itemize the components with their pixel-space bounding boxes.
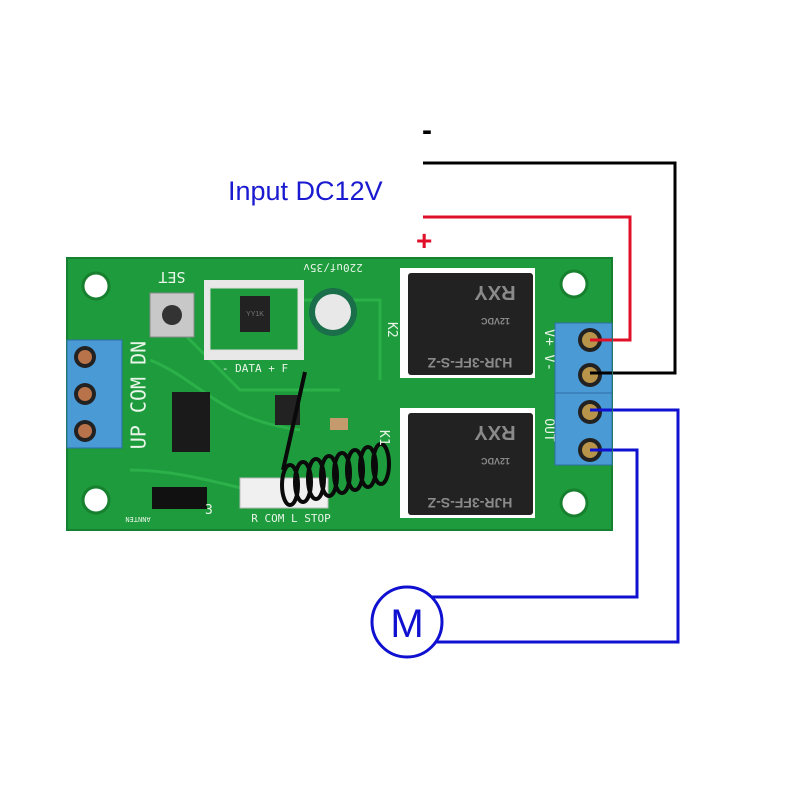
jumper-label: 3 [205, 503, 213, 518]
left-terminal-block [66, 339, 123, 449]
right-terminal-block [554, 322, 613, 466]
mount-hole [559, 488, 589, 518]
relay-k2: HJR-3FF-S-Z RXY 12VDC [400, 268, 535, 378]
positive-label: + [416, 225, 432, 256]
input-voltage-label: Input DC12V [228, 176, 383, 206]
connector-label: R COM L STOP [251, 512, 331, 525]
antenna-coil [280, 371, 391, 507]
k2-label: K2 [384, 322, 399, 338]
k1-label: K1 [376, 430, 391, 446]
wire-motor-b [432, 448, 639, 599]
relay-k1-rating: 12VDC [480, 456, 510, 466]
relay-k2-rating: 12VDC [480, 316, 510, 326]
negative-label: - [422, 114, 432, 147]
ic-chip [172, 392, 210, 452]
set-label: SET [158, 268, 185, 286]
relay-k2-brand: RXY [474, 281, 516, 303]
relay-k1: HJR-3FF-S-Z RXY 12VDC [400, 408, 535, 518]
mount-hole [81, 271, 111, 301]
motor-label: M [390, 602, 423, 646]
chip [240, 296, 270, 332]
mount-hole [559, 269, 589, 299]
chip-label: YY1K [246, 311, 264, 318]
module-pins-label: - DATA + F [222, 362, 288, 375]
out-label: OUT [541, 418, 556, 442]
power-pins-label: V+ V- [541, 329, 557, 371]
relay-k2-model: HJR-3FF-S-Z [427, 355, 512, 371]
mount-hole [81, 485, 111, 515]
antenna-label: ANNTEN [125, 515, 150, 523]
relay-k1-model: HJR-3FF-S-Z [427, 495, 512, 511]
jumper[interactable] [152, 487, 207, 509]
capacitor-label: 220uf/35v [303, 261, 363, 274]
relay-board: SET YY1K - DATA + F 220uf/35v UP COM DN … [66, 257, 613, 531]
left-terminal-label: UP COM DN [127, 341, 151, 449]
wire-motor-a [435, 408, 680, 644]
motor-symbol [370, 585, 444, 659]
wire-negative [423, 161, 677, 375]
relay-k1-brand: RXY [474, 421, 516, 443]
